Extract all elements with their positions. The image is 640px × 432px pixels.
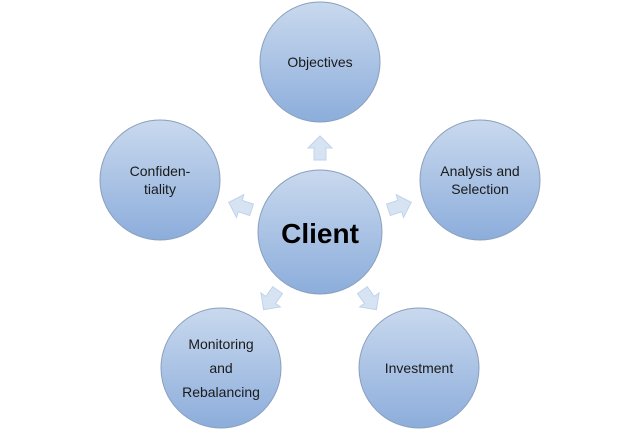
node-objectives-label: Objectives — [287, 54, 352, 70]
node-analysis-and-selection-circle — [419, 119, 541, 241]
node-confidentiality-line-1: Confiden- — [130, 163, 191, 179]
node-investment-circle — [358, 307, 480, 429]
node-monitoring-line-3: Rebalancing — [182, 384, 260, 400]
center-node-client: Client — [257, 169, 383, 295]
node-analysis-line-1: Analysis and — [440, 163, 519, 179]
node-monitoring-circle — [160, 307, 282, 429]
node-objectives-circle — [259, 1, 381, 123]
arrow-to-objectives-icon — [306, 135, 334, 161]
arrow-to-confidentiality-icon — [228, 193, 255, 219]
node-confidentiality: Confiden- tiality — [99, 119, 221, 241]
connector-arrows — [228, 135, 412, 311]
arrow-to-analysis-icon — [385, 193, 412, 219]
arrow-to-monitoring-icon — [260, 285, 284, 311]
node-objectives: Objectives — [259, 1, 381, 123]
arrow-to-investment-icon — [356, 285, 380, 311]
node-monitoring-and-rebalancing: Monitoring and Rebalancing — [160, 307, 282, 429]
center-node-label: Client — [281, 218, 359, 249]
node-confidentiality-circle — [99, 119, 221, 241]
node-monitoring-line-1: Monitoring — [188, 336, 253, 352]
node-monitoring-line-2: and — [209, 360, 232, 376]
node-investment: Investment — [358, 307, 480, 429]
node-confidentiality-line-2: tiality — [144, 181, 176, 197]
node-investment-label: Investment — [385, 360, 454, 376]
node-analysis-and-selection: Analysis and Selection — [419, 119, 541, 241]
center-node-circle — [257, 169, 383, 295]
node-analysis-line-2: Selection — [451, 181, 509, 197]
